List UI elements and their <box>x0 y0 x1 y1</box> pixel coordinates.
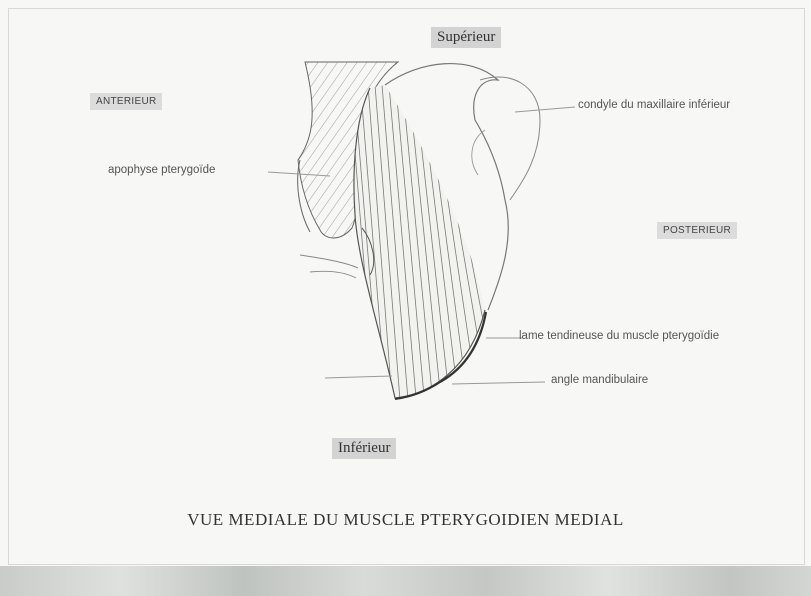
figure-caption: VUE MEDIALE DU MUSCLE PTERYGOIDIEN MEDIA… <box>0 510 811 530</box>
anterior-label: ANTERIEUR <box>90 93 162 110</box>
scan-bottom-strip <box>0 566 811 596</box>
tendinous-lamina-annotation: lame tendineuse du muscle pterygoïdie <box>519 330 719 342</box>
mandibular-angle-annotation: angle mandibulaire <box>551 374 648 386</box>
superior-label: Supérieur <box>431 27 501 48</box>
leader-angle <box>452 382 545 384</box>
medial-pterygoid-muscle <box>340 80 500 410</box>
leader-bottom <box>325 376 392 378</box>
pterygoid-process-annotation: apophyse pterygoïde <box>108 164 215 176</box>
condyle-annotation: condyle du maxillaire inférieur <box>578 99 730 111</box>
leader-condyle <box>515 107 575 112</box>
inferior-label: Inférieur <box>332 438 396 459</box>
posterior-label: POSTERIEUR <box>657 222 737 239</box>
